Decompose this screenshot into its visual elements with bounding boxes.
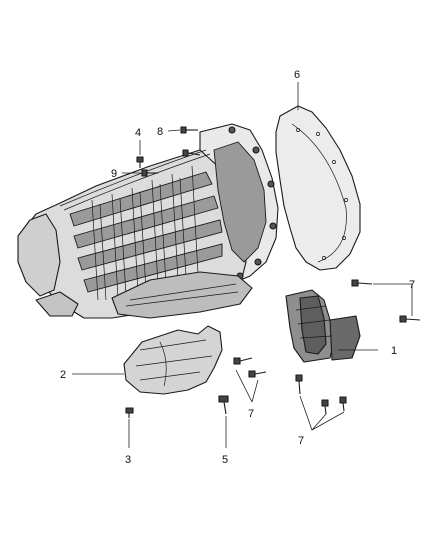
callout-9: 9 — [111, 168, 117, 180]
bolt-part-7-bottom — [295, 374, 347, 415]
callout-8: 8 — [157, 126, 163, 138]
leader-lines — [72, 82, 413, 448]
callout-6: 6 — [294, 69, 300, 81]
callout-3: 3 — [125, 454, 131, 466]
bolt-part-4 — [136, 156, 144, 168]
callout-7-bottom: 7 — [298, 435, 304, 447]
callout-4: 4 — [135, 127, 141, 139]
bolt-part-7-right — [351, 279, 421, 323]
bell-housing-bosses — [228, 126, 277, 280]
bolt-part-9 — [141, 169, 158, 177]
heat-shield — [123, 325, 223, 395]
callout-2: 2 — [60, 369, 66, 381]
bolt-part-8 — [180, 126, 201, 157]
dust-cover-plate — [275, 105, 361, 271]
case-ribbing — [69, 165, 223, 301]
callout-7-middle: 7 — [248, 408, 254, 420]
bolt-part-5 — [218, 395, 229, 415]
bolt-part-3 — [125, 407, 134, 418]
plate-holes — [296, 128, 348, 260]
fasteners — [125, 126, 421, 418]
callout-labels: 1 2 3 4 5 6 7 7 7 8 9 — [60, 69, 415, 466]
transmission-case — [17, 123, 279, 319]
transmission-support-bracket — [285, 289, 361, 363]
callout-5: 5 — [222, 454, 228, 466]
callout-1: 1 — [391, 345, 397, 357]
bolt-part-7-middle — [233, 357, 267, 378]
callout-7-right: 7 — [409, 279, 415, 291]
